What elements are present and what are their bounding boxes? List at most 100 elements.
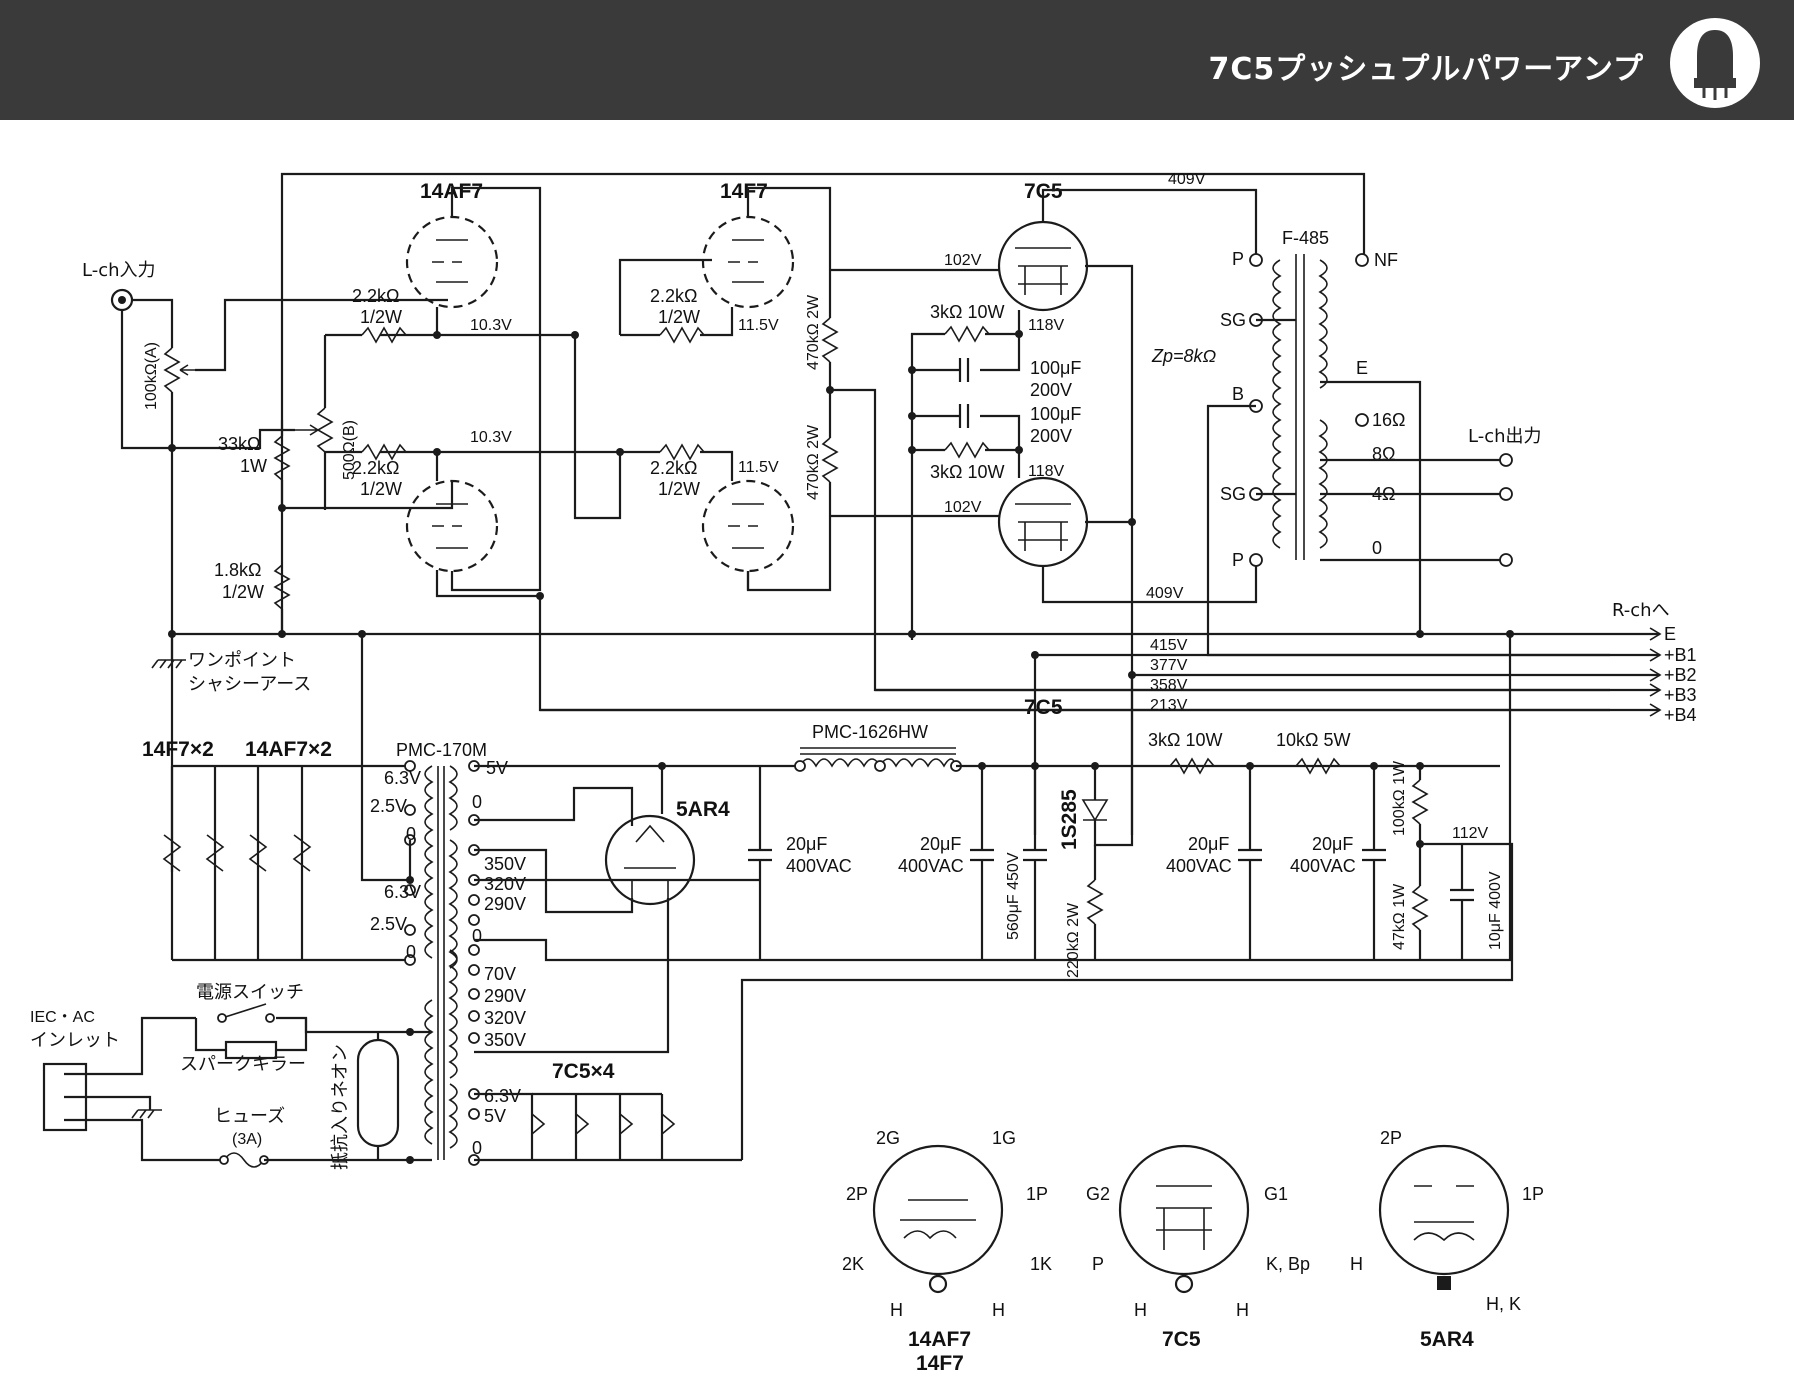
svg-text:H: H	[1236, 1300, 1249, 1320]
r-grid-a-label: 2.2kΩ	[352, 286, 399, 306]
neon-label: 抵抗入りネオン	[330, 1044, 351, 1170]
r-100k-label: 100kΩ 1W	[1391, 760, 1408, 836]
grid-resistor-c	[659, 327, 705, 343]
rail-358: 358V	[1150, 677, 1188, 694]
sec-25v-b: 2.5V	[370, 914, 407, 934]
r-grid-d-w: 1/2W	[658, 479, 700, 499]
svg-text:H: H	[890, 1300, 903, 1320]
sec-25v-a: 2.5V	[370, 796, 407, 816]
opt-e: E	[1356, 358, 1368, 378]
c4-v: 400VAC	[1166, 856, 1232, 876]
choke-name: PMC-1626HW	[812, 722, 928, 742]
output-4-terminal	[1499, 487, 1513, 501]
rail-b1: +B1	[1664, 645, 1697, 665]
output-0-terminal	[1499, 553, 1513, 567]
balance-label: 500Ω(B)	[341, 420, 358, 480]
c-cath-a-v: 200V	[1030, 380, 1072, 400]
r-18k-w: 1/2W	[222, 582, 264, 602]
opt-b: B	[1232, 384, 1244, 404]
v-409-a: 409V	[1168, 171, 1206, 188]
r-470k-a-label: 470kΩ 2W	[805, 294, 822, 370]
ground-label-1: ワンポイント	[188, 650, 296, 671]
c1-val: 20μF	[786, 834, 827, 854]
fuse-label-2: (3A)	[232, 1131, 262, 1148]
r-10k5w-label: 10kΩ 5W	[1276, 730, 1350, 750]
sec-320v: 320V	[484, 874, 526, 894]
rail-b3: +B3	[1664, 685, 1697, 705]
heater-14f7-label: 14F7×2	[142, 738, 214, 761]
c-cath-b-val: 100μF	[1030, 404, 1081, 424]
sec-63v-a: 6.3V	[384, 768, 421, 788]
vacuum-tube-icon-svg	[1694, 30, 1736, 100]
rail-to-r: R-chへ	[1612, 600, 1670, 621]
c4-val: 20μF	[1188, 834, 1229, 854]
r-grid-d-label: 2.2kΩ	[650, 458, 697, 478]
c-cath-b-v: 200V	[1030, 426, 1072, 446]
r-grid-b-w: 1/2W	[360, 479, 402, 499]
svg-text:14AF7: 14AF7	[908, 1328, 971, 1351]
c2-v: 400VAC	[898, 856, 964, 876]
heater-7c5-label: 7C5×4	[552, 1060, 615, 1083]
heater-14af7-label: 14AF7×2	[245, 738, 332, 761]
v-102-b: 102V	[944, 499, 982, 516]
c3-label: 560μF 450V	[1005, 852, 1022, 940]
c5-val: 20μF	[1312, 834, 1353, 854]
r-470k-a	[822, 317, 838, 363]
r-470k-b	[822, 437, 838, 483]
opt-zp: Zp=8kΩ	[1151, 346, 1217, 366]
r-100k	[1412, 779, 1428, 825]
v-118-a: 118V	[1028, 317, 1065, 334]
r-470k-b-label: 470kΩ 2W	[805, 424, 822, 500]
pri-320v: 320V	[484, 1008, 526, 1028]
r-3k-a-label: 3kΩ 10W	[930, 302, 1004, 322]
tube-5ar4-label: 5AR4	[676, 798, 730, 821]
v-409-b: 409V	[1146, 585, 1184, 602]
svg-text:H: H	[992, 1300, 1005, 1320]
sec-0-d: 0	[472, 926, 482, 946]
tube-7c5-bottom-label: 7C5	[1024, 696, 1063, 719]
svg-text:1P: 1P	[1026, 1184, 1048, 1204]
sec-0-a: 0	[406, 824, 416, 844]
pt-name: PMC-170M	[396, 740, 487, 760]
v-103-b: 10.3V	[470, 429, 512, 446]
amplifier-schematic: L-ch入力 100kΩ(A) 500Ω(B) 14AF7 2.2kΩ 1/2W…	[30, 171, 1697, 1375]
r-3k-a	[944, 326, 990, 342]
r-grid-c-w: 1/2W	[658, 307, 700, 327]
grid-resistor-d	[659, 444, 705, 460]
r-33k-label: 33kΩ	[218, 434, 260, 454]
svg-text:5AR4: 5AR4	[1420, 1328, 1474, 1351]
volume-pot	[164, 347, 180, 393]
opt-p-top: P	[1232, 249, 1244, 269]
r-3k10w-label: 3kΩ 10W	[1148, 730, 1222, 750]
h-0: 0	[472, 1138, 482, 1158]
r-grid-b-label: 2.2kΩ	[352, 458, 399, 478]
v-102-a: 102V	[944, 252, 982, 269]
tube-14f7-bottom	[701, 479, 795, 573]
switch-label: 電源スイッチ	[196, 982, 304, 1003]
spark-killer-icon	[224, 1040, 278, 1060]
page-header: 7C5プッシュプルパワーアンプ	[0, 0, 1794, 120]
r-47k-label: 47kΩ 1W	[1391, 883, 1408, 950]
v-112: 112V	[1452, 825, 1489, 842]
svg-text:14F7: 14F7	[916, 1352, 964, 1375]
sec-290v: 290V	[484, 894, 526, 914]
v-103-a: 10.3V	[470, 317, 512, 334]
opt-16: 16Ω	[1372, 410, 1405, 430]
v-115-a: 11.5V	[738, 317, 779, 334]
input-label: L-ch入力	[82, 260, 156, 281]
svg-text:P: P	[1092, 1254, 1104, 1274]
rail-b4: +B4	[1664, 705, 1697, 725]
svg-text:K, Bp: K, Bp	[1266, 1254, 1310, 1274]
rail-b2: +B2	[1664, 665, 1697, 685]
fuse-label-1: ヒューズ	[214, 1106, 285, 1127]
svg-text:2P: 2P	[1380, 1128, 1402, 1148]
h-5v: 5V	[484, 1106, 506, 1126]
r-47k	[1412, 885, 1428, 931]
output-label: L-ch出力	[1468, 426, 1542, 447]
pinout-7c5: 7C5 G2 G1 P K, Bp H H	[1086, 1144, 1310, 1351]
c2-val: 20μF	[920, 834, 961, 854]
ac-inlet-label-2: インレット	[30, 1030, 120, 1051]
pri-70v: 70V	[484, 964, 516, 984]
output-8-terminal	[1499, 453, 1513, 467]
ground-label-2: シャシーアース	[188, 674, 311, 695]
